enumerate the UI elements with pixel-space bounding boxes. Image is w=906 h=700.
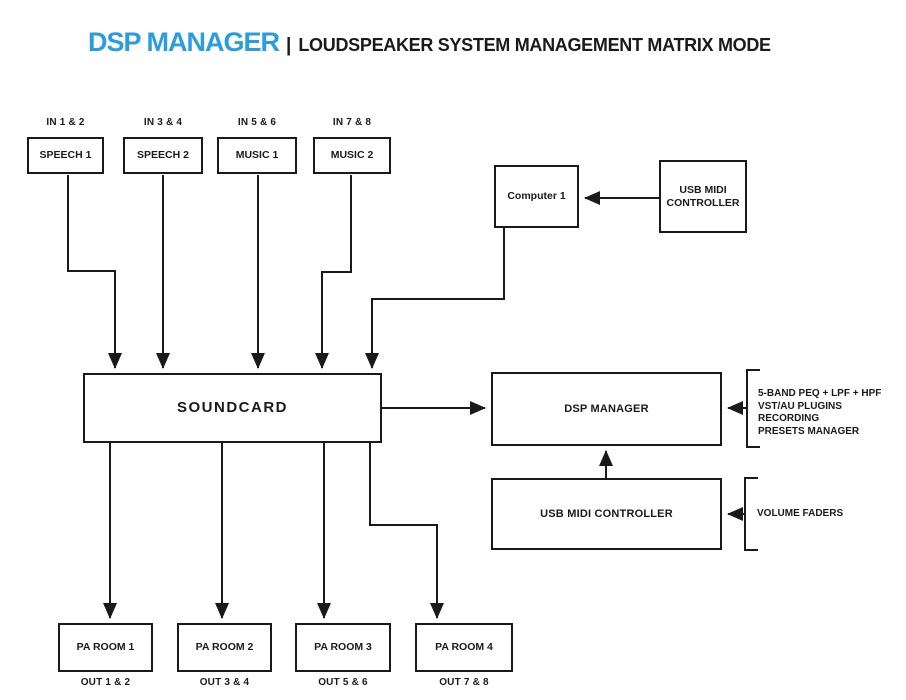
edge-computer-to-soundcard [365,228,505,369]
node-music-2: MUSIC 2 [313,137,391,174]
dsp-feature-list: 5-BAND PEQ + LPF + HPF VST/AU PLUGINS RE… [758,388,881,438]
input-port-label-2: IN 3 & 4 [143,117,183,128]
node-speech-2-label: SPEECH 2 [137,149,189,162]
node-pa-room-4-label: PA ROOM 4 [435,641,493,654]
node-speech-1: SPEECH 1 [27,137,104,174]
node-pa-room-1: PA ROOM 1 [58,623,153,672]
node-music-1-label: MUSIC 1 [235,149,279,162]
node-pa-room-3-label: PA ROOM 3 [314,641,372,654]
node-speech-1-label: SPEECH 1 [39,149,92,162]
input-port-label-1: IN 1 & 2 [46,117,85,128]
dsp-feature-item: VST/AU PLUGINS [758,400,842,412]
output-port-label-3: OUT 5 & 6 [318,677,368,688]
edge-soundcard-to-pa4 [369,443,444,619]
node-speech-2: SPEECH 2 [123,137,203,174]
edge-music2-to-soundcard [315,175,352,369]
node-music-2-label: MUSIC 2 [330,149,374,162]
title-brand: DSP MANAGER [88,27,280,57]
volume-faders-label: VOLUME FADERS [757,508,844,519]
node-usb-midi-controller-bottom: USB MIDI CONTROLLER [491,478,722,550]
node-pa-room-4: PA ROOM 4 [415,623,513,672]
node-dsp-manager-label: DSP MANAGER [564,402,649,415]
node-pa-room-3: PA ROOM 3 [295,623,391,672]
dsp-feature-item: PRESETS MANAGER [758,425,860,437]
node-usb-midi-controller-bottom-label: USB MIDI CONTROLLER [540,507,673,520]
node-dsp-manager: DSP MANAGER [491,372,722,446]
dsp-feature-item: 5-BAND PEQ + LPF + HPF [758,388,882,399]
input-port-label-3: IN 5 & 6 [237,117,277,128]
node-usb-midi-controller-top-label: USB MIDI CONTROLLER [666,184,740,209]
title-subtitle: LOUDSPEAKER SYSTEM MANAGEMENT MATRIX MOD… [298,35,771,55]
edge-speech1-to-soundcard [67,175,122,369]
node-music-1: MUSIC 1 [217,137,297,174]
input-port-label-4: IN 7 & 8 [332,117,372,128]
node-soundcard: SOUNDCARD [83,373,382,443]
node-soundcard-label: SOUNDCARD [177,399,288,417]
page-title: DSP MANAGER | LOUDSPEAKER SYSTEM MANAGEM… [88,27,771,58]
output-port-label-4: OUT 7 & 8 [439,677,489,688]
node-pa-room-2-label: PA ROOM 2 [195,641,254,654]
dsp-feature-item: RECORDING [758,413,820,424]
title-separator: | [286,35,292,56]
node-pa-room-2: PA ROOM 2 [177,623,272,672]
node-computer-1-label: Computer 1 [507,190,566,203]
output-port-label-2: OUT 3 & 4 [199,677,250,688]
node-pa-room-1-label: PA ROOM 1 [76,641,135,654]
node-usb-midi-controller-top: USB MIDI CONTROLLER [659,160,747,233]
node-computer-1: Computer 1 [494,165,579,228]
output-port-label-1: OUT 1 & 2 [80,677,131,688]
